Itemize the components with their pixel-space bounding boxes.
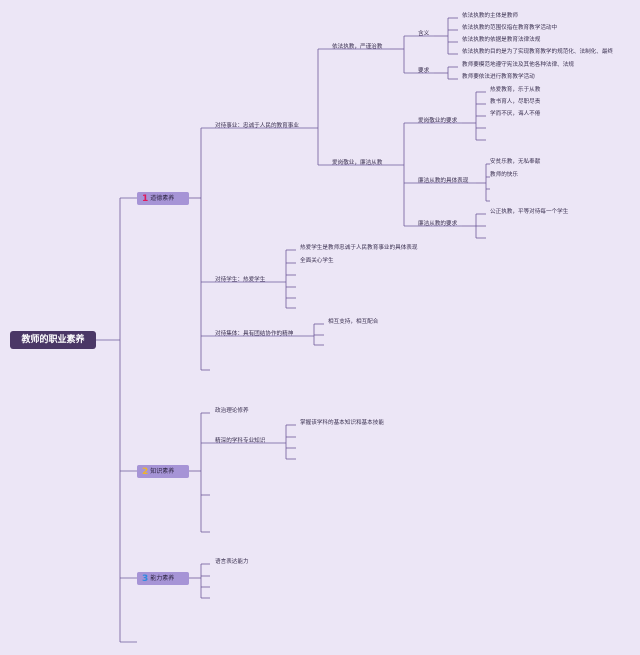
leaf-node[interactable]: 依法执教的范围仅指在教育教学活动中 — [462, 25, 558, 31]
branch-node[interactable]: 要求 — [418, 68, 430, 74]
branch-node[interactable]: 对待学生：热爱学生 — [215, 277, 266, 283]
category-label: 知识素养 — [150, 468, 175, 475]
leaf-node[interactable]: 依法执教的依据是教育法律法规 — [462, 37, 541, 43]
leaf-node[interactable]: 教师的快乐 — [490, 172, 518, 178]
branch-node[interactable]: 爱岗敬业的要求 — [418, 118, 458, 124]
branch-node[interactable]: 爱岗敬业，廉洁从教 — [332, 160, 383, 166]
leaf-node[interactable]: 全面关心学生 — [300, 258, 334, 264]
branch-node[interactable]: 对待集体：具有团结协作的精神 — [215, 331, 294, 337]
leaf-node[interactable]: 学而不厌，诲人不倦 — [490, 111, 541, 117]
branch-node[interactable]: 语言表达能力 — [215, 559, 249, 565]
category-label: 道德素养 — [150, 195, 175, 202]
root-node[interactable]: 教师的职业素养 — [10, 331, 96, 349]
category-number: 1 — [142, 194, 149, 204]
leaf-node[interactable]: 教师要模范地遵守宪法及其他各种法律、法规 — [462, 62, 574, 68]
leaf-node[interactable]: 依法执教的主体是教师 — [462, 13, 518, 19]
leaf-node[interactable]: 热爱学生是教师忠诚于人民教育事业的具体表现 — [300, 245, 418, 251]
leaf-node[interactable]: 公正执教，平等对待每一个学生 — [490, 209, 569, 215]
category-label: 能力素养 — [150, 575, 175, 582]
leaf-node[interactable]: 安贫乐教，无私奉献 — [490, 159, 541, 165]
branch-node[interactable]: 廉洁从教的具体表现 — [418, 178, 469, 184]
branch-node[interactable]: 对待事业：忠诚于人民的教育事业 — [215, 123, 299, 129]
leaf-node[interactable]: 相互支持，相互配合 — [328, 319, 379, 325]
leaf-node[interactable]: 掌握该学科的基本知识和基本技能 — [300, 420, 384, 426]
category-number: 3 — [142, 574, 149, 584]
branch-node[interactable]: 政治理论修养 — [215, 408, 249, 414]
leaf-node[interactable]: 依法执教的目的是为了实现教育教学的规范化、法制化、最终 — [462, 49, 614, 55]
branch-node[interactable]: 依法执教，严谨治教 — [332, 44, 383, 50]
branch-node[interactable]: 含义 — [418, 31, 430, 37]
leaf-node[interactable]: 热爱教育，乐于从教 — [490, 87, 541, 93]
category-number: 2 — [142, 467, 149, 477]
branch-node[interactable]: 精深的学科专业知识 — [215, 438, 266, 444]
branch-node[interactable]: 廉洁从教的要求 — [418, 221, 458, 227]
leaf-node[interactable]: 教师要依法进行教育教学活动 — [462, 74, 535, 80]
leaf-node[interactable]: 教书育人，尽职尽责 — [490, 99, 541, 105]
